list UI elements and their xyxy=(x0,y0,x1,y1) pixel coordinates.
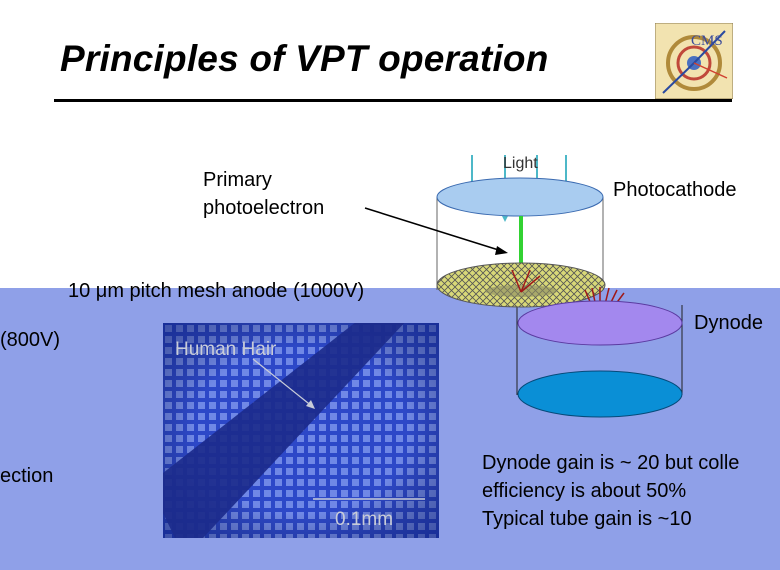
svg-text:0.1mm: 0.1mm xyxy=(335,509,393,530)
photocathode-disc xyxy=(436,177,604,217)
mesh-anode-label: 10 μm pitch mesh anode (1000V) xyxy=(68,280,365,302)
upper-tube xyxy=(436,197,604,290)
title-underline xyxy=(54,99,732,102)
mesh-micrograph: Human Hair 0.1mm xyxy=(163,323,439,538)
photocathode-label: Photocathode xyxy=(613,179,737,201)
human-hair xyxy=(163,323,405,538)
slide-title: Principles of VPT operation xyxy=(60,38,549,79)
dynode-label: Dynode xyxy=(694,312,763,334)
lower-tube xyxy=(516,305,683,395)
gain-note-1: Dynode gain is ~ 20 but colle xyxy=(482,452,740,474)
primary-photoelectron-label-line1: Primary xyxy=(203,169,272,191)
cms-logo: CMS xyxy=(655,23,733,99)
photoelectron-pointer xyxy=(364,207,508,255)
gain-note-3: Typical tube gain is ~10 xyxy=(482,508,692,530)
dynode-voltage-label: (800V) xyxy=(0,329,61,351)
svg-text:CMS: CMS xyxy=(691,33,723,49)
collection-label-fragment: ection xyxy=(0,465,54,487)
primary-photoelectron-label-line2: photoelectron xyxy=(203,197,325,219)
svg-text:Human Hair: Human Hair xyxy=(175,339,277,360)
anode-bottom xyxy=(517,370,683,418)
light-label: Light xyxy=(503,155,538,172)
dynode-disc xyxy=(517,300,683,346)
gain-note-2: efficiency is about 50% xyxy=(482,480,687,502)
